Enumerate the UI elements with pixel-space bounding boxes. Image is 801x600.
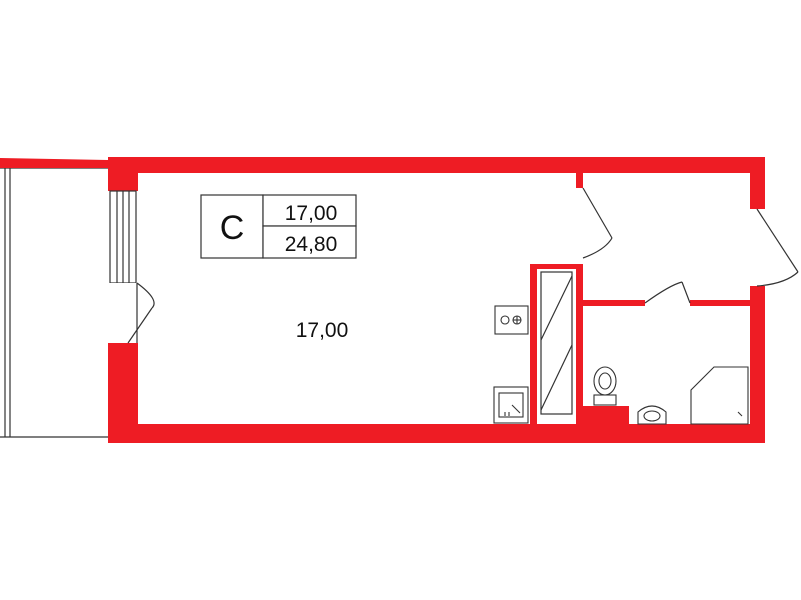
hall-door (582, 187, 613, 259)
entrance-door (751, 208, 799, 287)
stove-icon (494, 305, 529, 335)
toilet-icon (593, 366, 617, 406)
apartment-type: С (220, 209, 245, 247)
wardrobe (540, 271, 573, 415)
bathroom-door (644, 281, 691, 304)
balcony-door (109, 282, 155, 344)
walls (0, 157, 765, 443)
total-area-value: 24,80 (285, 233, 338, 256)
balcony (0, 167, 108, 438)
window (109, 190, 137, 284)
sink-icon (493, 386, 529, 424)
living-area-value: 17,00 (285, 202, 338, 225)
area-label-box: С 17,00 24,80 (200, 194, 357, 259)
room-area-label: 17,00 (296, 319, 349, 342)
washbasin-icon (637, 405, 667, 425)
shower-icon (690, 366, 749, 425)
